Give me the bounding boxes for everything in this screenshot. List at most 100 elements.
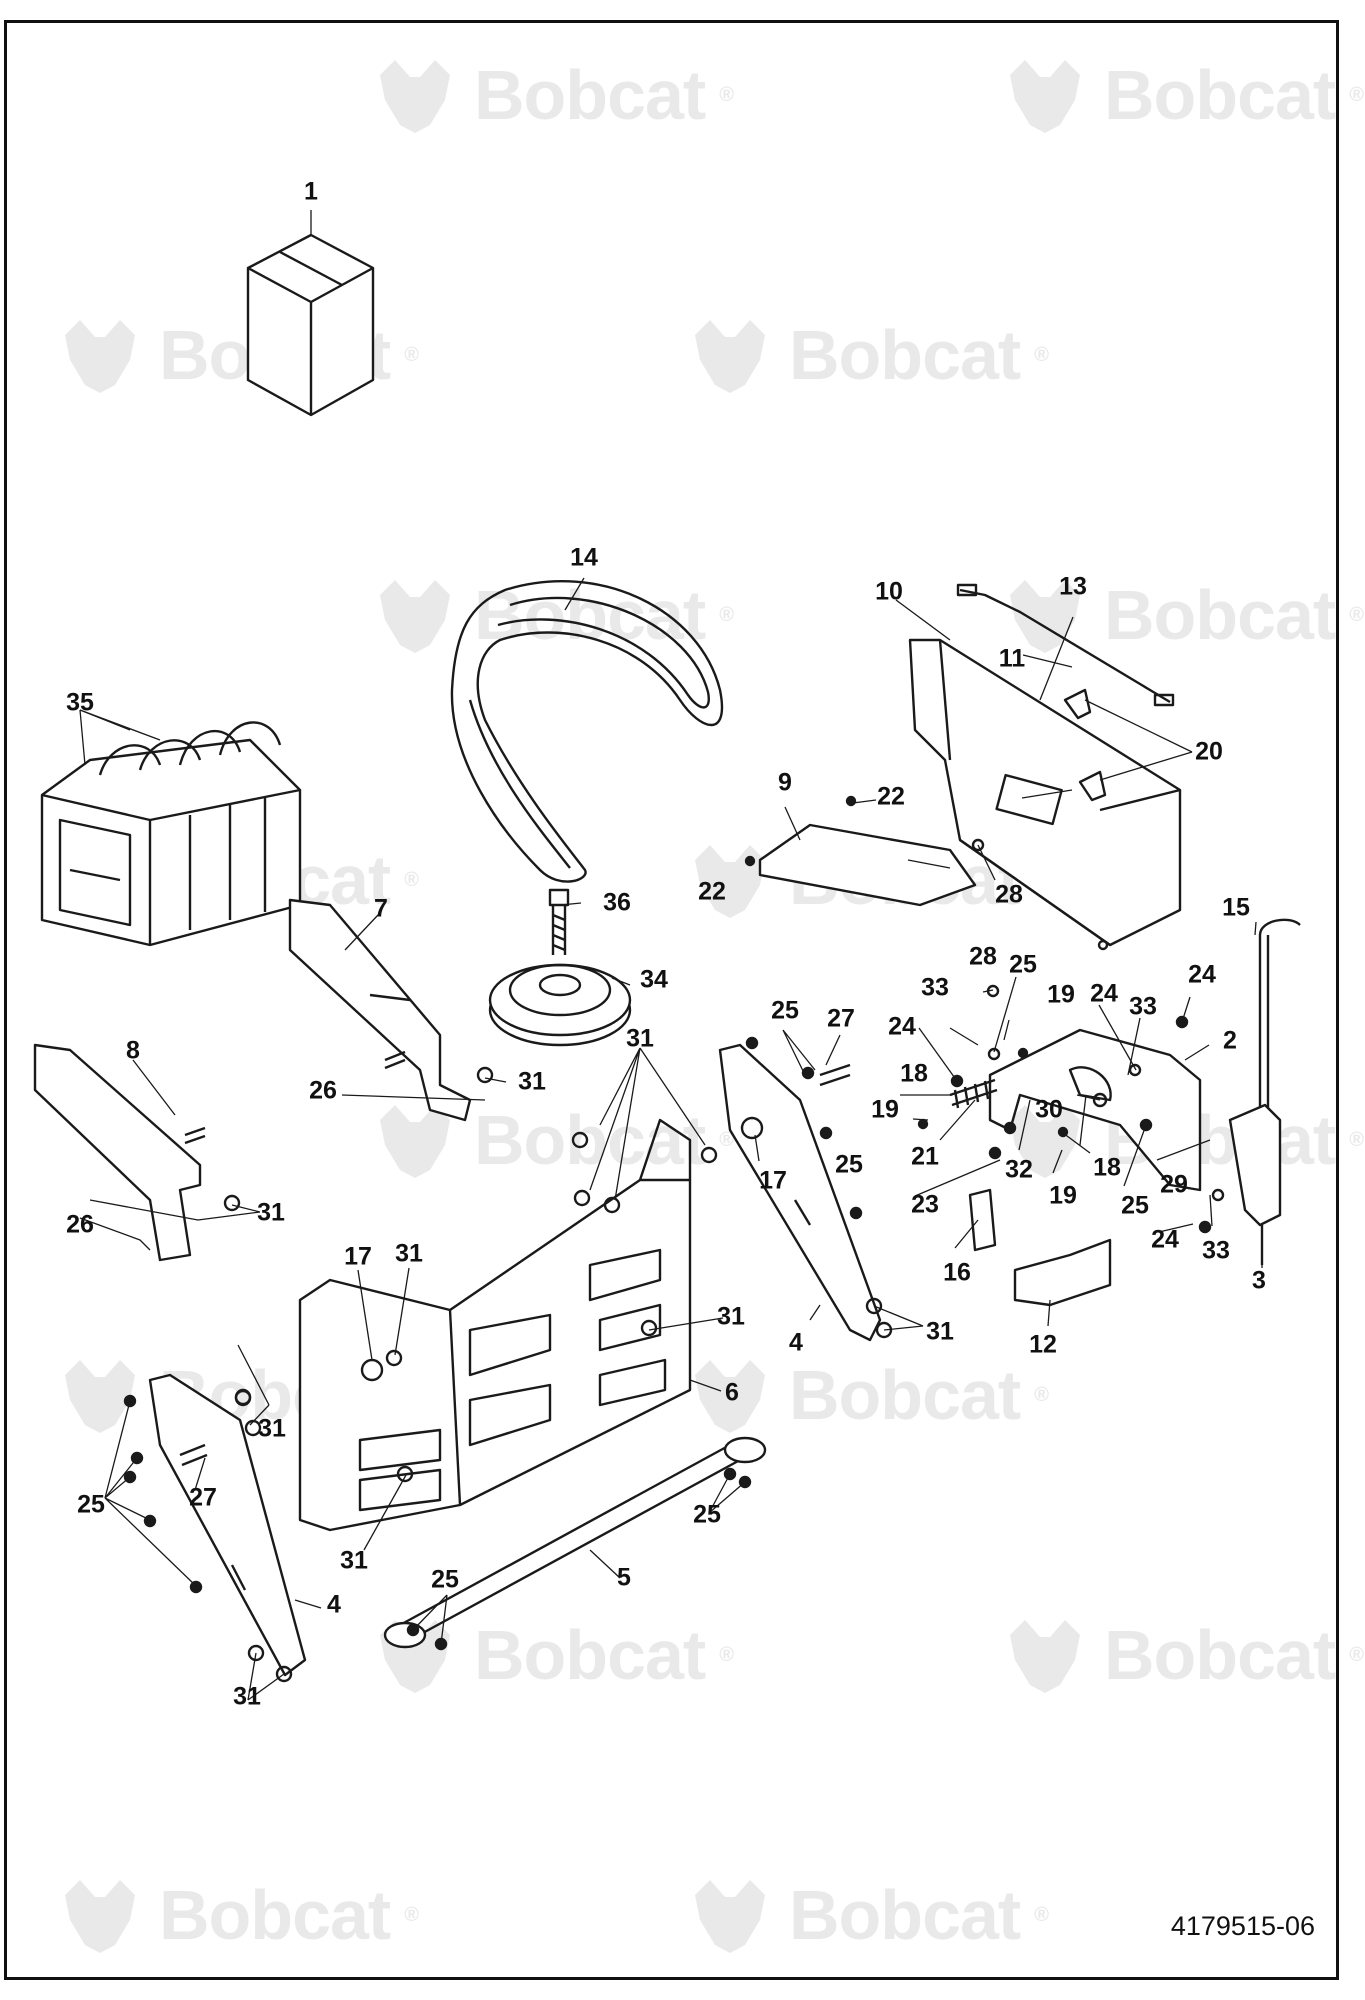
bobcat-watermark: Bobcat®	[685, 1875, 1049, 1955]
bobcat-watermark: Bobcat®	[370, 55, 734, 135]
watermark-text: Bobcat	[789, 316, 1021, 394]
bobcat-logo-icon	[1010, 60, 1080, 133]
watermark-text: Bobcat	[474, 56, 706, 134]
callout-7: 7	[374, 894, 388, 923]
bobcat-watermark: Bobcat®	[1000, 1615, 1364, 1695]
callout-12: 12	[1029, 1330, 1057, 1359]
callout-19: 19	[1047, 980, 1075, 1009]
callout-1: 1	[304, 177, 318, 206]
bobcat-logo-icon	[380, 1105, 450, 1178]
callout-31: 31	[258, 1414, 286, 1443]
part-4-bracket-left	[148, 1373, 307, 1677]
callout-21: 21	[911, 1142, 939, 1171]
part-2-mount-bracket	[988, 1028, 1202, 1192]
callout-31: 31	[626, 1024, 654, 1053]
diagram-frame	[4, 20, 1339, 1980]
callout-23: 23	[911, 1190, 939, 1219]
callout-3: 3	[1252, 1266, 1266, 1295]
callout-4: 4	[327, 1590, 341, 1619]
callout-33: 33	[1129, 992, 1157, 1021]
callout-22: 22	[877, 782, 905, 811]
hardware-nuts	[223, 838, 1225, 1683]
part-13-wire-harness	[956, 583, 1175, 707]
bobcat-watermark: Bobcat®	[685, 315, 1049, 395]
bobcat-logo-icon	[1010, 1105, 1080, 1178]
part-1-kit-box	[246, 233, 375, 417]
part-10-shield	[908, 638, 1182, 947]
callout-35: 35	[66, 688, 94, 717]
callout-25: 25	[77, 1490, 105, 1519]
callout-36: 36	[603, 888, 631, 917]
part-20-clips	[1063, 688, 1107, 802]
callout-30: 30	[1035, 1095, 1063, 1124]
bobcat-logo-icon	[65, 1360, 135, 1433]
part-27-bolt	[179, 1063, 851, 1467]
callout-14: 14	[570, 543, 598, 572]
bobcat-watermark: Bobcat®	[55, 1875, 419, 1955]
part-12-plate	[1013, 1238, 1112, 1307]
callout-17: 17	[344, 1242, 372, 1271]
callout-31: 31	[340, 1546, 368, 1575]
part-9-plate	[758, 823, 977, 907]
part-17-stud	[360, 1116, 764, 1382]
callout-25: 25	[693, 1500, 721, 1529]
bobcat-logo-icon	[65, 1880, 135, 1953]
part-21-spring	[949, 1078, 998, 1109]
callout-25: 25	[1121, 1191, 1149, 1220]
callout-24: 24	[1151, 1225, 1179, 1254]
callout-25: 25	[835, 1150, 863, 1179]
callout-9: 9	[778, 768, 792, 797]
callout-32: 32	[1005, 1155, 1033, 1184]
callout-31: 31	[233, 1682, 261, 1711]
part-26-bolt	[184, 1050, 406, 1145]
document-number: 4179515-06	[1170, 1911, 1315, 1941]
leader-lines	[79, 210, 1263, 1701]
part-3-latch	[1228, 1103, 1282, 1265]
part-34-pulley	[488, 963, 632, 1047]
watermark-text: Bobcat	[474, 1101, 706, 1179]
callout-31: 31	[926, 1317, 954, 1346]
part-4-bracket-right	[718, 1043, 882, 1342]
bobcat-logo-icon	[695, 1880, 765, 1953]
callout-24: 24	[1188, 960, 1216, 989]
callout-22: 22	[698, 877, 726, 906]
bobcat-logo-icon	[1010, 580, 1080, 653]
bobcat-watermark: Bobcat®	[1000, 575, 1364, 655]
callout-19: 19	[1049, 1181, 1077, 1210]
bobcat-watermark: Bobcat®	[685, 1355, 1049, 1435]
part-8-bracket	[33, 1043, 202, 1262]
bobcat-watermark: Bobcat®	[370, 1100, 734, 1180]
callout-6: 6	[725, 1378, 739, 1407]
watermark-text: Bobcat	[1104, 576, 1336, 654]
bobcat-logo-icon	[1010, 1620, 1080, 1693]
callout-26: 26	[309, 1076, 337, 1105]
callout-33: 33	[1202, 1236, 1230, 1265]
part-35-counterweights	[40, 721, 302, 947]
callout-29: 29	[1160, 1170, 1188, 1199]
bobcat-watermark: Bobcat®	[1000, 55, 1364, 135]
watermark-text: Bobcat	[789, 1876, 1021, 1954]
callout-24: 24	[1090, 979, 1118, 1008]
part-14-belt	[450, 580, 723, 883]
callout-28: 28	[969, 942, 997, 971]
callout-24: 24	[888, 1012, 916, 1041]
bobcat-logo-icon	[695, 1360, 765, 1433]
callout-19: 19	[871, 1095, 899, 1124]
callout-34: 34	[640, 965, 668, 994]
callout-31: 31	[518, 1067, 546, 1096]
callout-10: 10	[875, 577, 903, 606]
bobcat-logo-icon	[380, 580, 450, 653]
callout-2: 2	[1223, 1026, 1237, 1055]
watermark-text: Bobcat	[789, 1356, 1021, 1434]
part-6-main-frame	[298, 1118, 692, 1532]
callout-15: 15	[1222, 893, 1250, 922]
bobcat-logo-icon	[380, 60, 450, 133]
part-16-clip	[968, 1188, 997, 1252]
callout-31: 31	[257, 1198, 285, 1227]
part-7-bracket	[288, 898, 472, 1122]
callout-20: 20	[1195, 737, 1223, 766]
callout-13: 13	[1059, 572, 1087, 601]
callout-26: 26	[66, 1210, 94, 1239]
callout-8: 8	[126, 1036, 140, 1065]
